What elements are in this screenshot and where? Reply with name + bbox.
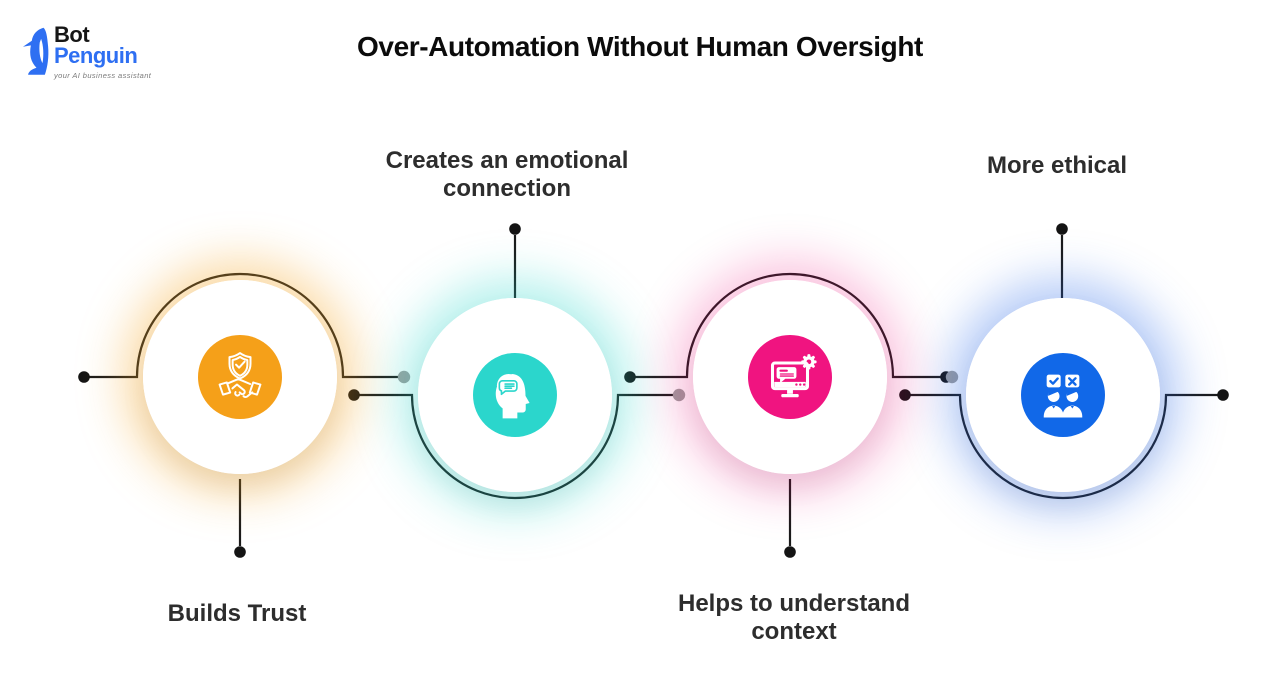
people-approve-reject-icon <box>1021 353 1105 437</box>
page-title: Over-Automation Without Human Oversight <box>357 31 923 62</box>
dot-node-2-right-gray <box>672 388 686 402</box>
dot-stem-node-4 <box>1056 223 1068 235</box>
node-label-understand-context: Helps to understand context <box>677 590 911 645</box>
dot-node-4-left <box>899 389 911 401</box>
arc-node-4 <box>907 393 1221 500</box>
penguin-icon <box>20 24 52 83</box>
dot-node-3-left <box>624 371 636 383</box>
dot-stem-node-1 <box>234 546 246 558</box>
dot-stem-node-2 <box>509 223 521 235</box>
node-label-more-ethical: More ethical <box>986 152 1128 179</box>
dot-node-3-right-gray <box>945 370 959 384</box>
arc-node-3 <box>632 272 946 379</box>
dot-right-edge <box>1217 389 1229 401</box>
logo-word-bot: Bot <box>54 22 90 47</box>
botpenguin-logo: Bot Penguin your AI business assistant <box>20 24 151 83</box>
node-label-builds-trust: Builds Trust <box>167 600 307 627</box>
arc-node-1 <box>84 272 402 379</box>
arc-node-2 <box>356 393 677 500</box>
dot-node-1-right-gray <box>397 370 411 384</box>
shield-handshake-icon <box>198 335 282 419</box>
dot-left-edge <box>78 371 90 383</box>
logo-word-penguin: Penguin <box>54 43 138 68</box>
dot-stem-node-3 <box>784 546 796 558</box>
dot-node-2-left <box>348 389 360 401</box>
logo-tagline: your AI business assistant <box>54 71 152 80</box>
head-speech-bubble-icon <box>473 353 557 437</box>
node-label-emotional-connection: Creates an emotional connection <box>385 147 629 202</box>
monitor-chat-gear-icon <box>748 335 832 419</box>
